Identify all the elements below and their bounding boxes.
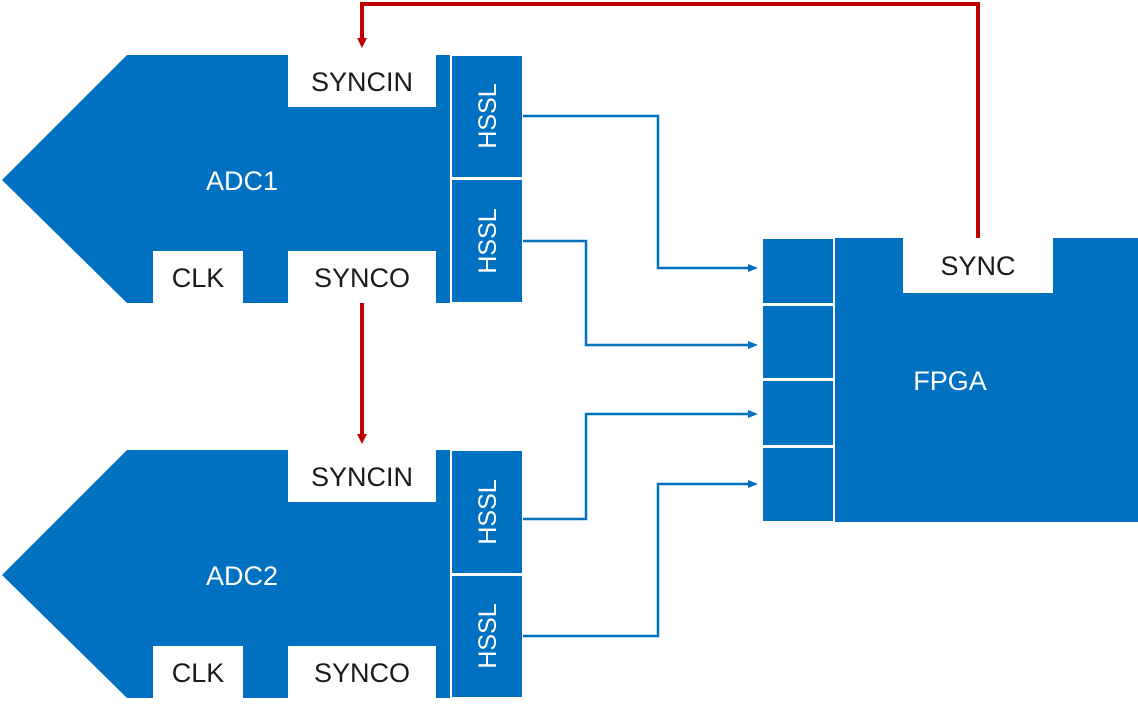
adc2-label: ADC2	[206, 561, 278, 591]
adc2-synco-label: SYNCO	[314, 658, 410, 688]
adc1-hssl-top-port	[450, 54, 524, 179]
adc1-synco-box	[288, 251, 436, 303]
fpga-sync-to-adc1-syncin-link	[357, 2, 980, 238]
fpga-label: FPGA	[913, 366, 987, 396]
adc1-syncin-label: SYNCIN	[311, 67, 413, 97]
adc2-hssl-top-link	[523, 410, 758, 521]
adc1-body	[2, 55, 450, 303]
hssl-data-links	[523, 114, 758, 638]
adc1-clk-box	[153, 251, 243, 303]
adc1-hssl-bottom-label: HSSL	[474, 208, 502, 273]
adc1-block: ADC1 SYNCIN CLK SYNCO HSSL HSSL	[2, 54, 524, 304]
adc2-block: ADC2 SYNCIN CLK SYNCO HSSL HSSL	[2, 449, 524, 699]
adc2-syncin-label: SYNCIN	[311, 462, 413, 492]
adc1-hssl-top-label: HSSL	[474, 83, 502, 148]
adc2-clk-box	[153, 646, 243, 698]
adc1-hssl-bottom-port	[450, 178, 524, 304]
adc1-synco-label: SYNCO	[314, 263, 410, 293]
fpga-port-1	[761, 237, 835, 305]
fpga-port-2	[761, 304, 835, 380]
adc2-syncin-box	[288, 450, 436, 502]
fpga-port-4	[761, 446, 835, 523]
fpga-sync-label: SYNC	[940, 251, 1015, 281]
adc1-hssl-bottom-link	[523, 239, 758, 349]
adc2-hssl-bottom-label: HSSL	[474, 603, 502, 668]
adc2-hssl-top-label: HSSL	[474, 479, 502, 544]
fpga-block: FPGA SYNC	[761, 237, 1138, 523]
adc2-clk-label: CLK	[172, 658, 225, 688]
adc1-hssl-top-link	[523, 114, 758, 272]
adc1-clk-label: CLK	[172, 263, 225, 293]
fpga-sync-box	[903, 238, 1053, 293]
adc2-body	[2, 450, 450, 698]
adc2-hssl-top-port	[450, 449, 524, 575]
adc1-syncin-box	[288, 55, 436, 107]
adc2-synco-box	[288, 646, 436, 698]
adc2-hssl-bottom-link	[523, 480, 758, 638]
adc1-label: ADC1	[206, 166, 278, 196]
fpga-port-3	[761, 379, 835, 447]
sync-links	[357, 2, 980, 444]
